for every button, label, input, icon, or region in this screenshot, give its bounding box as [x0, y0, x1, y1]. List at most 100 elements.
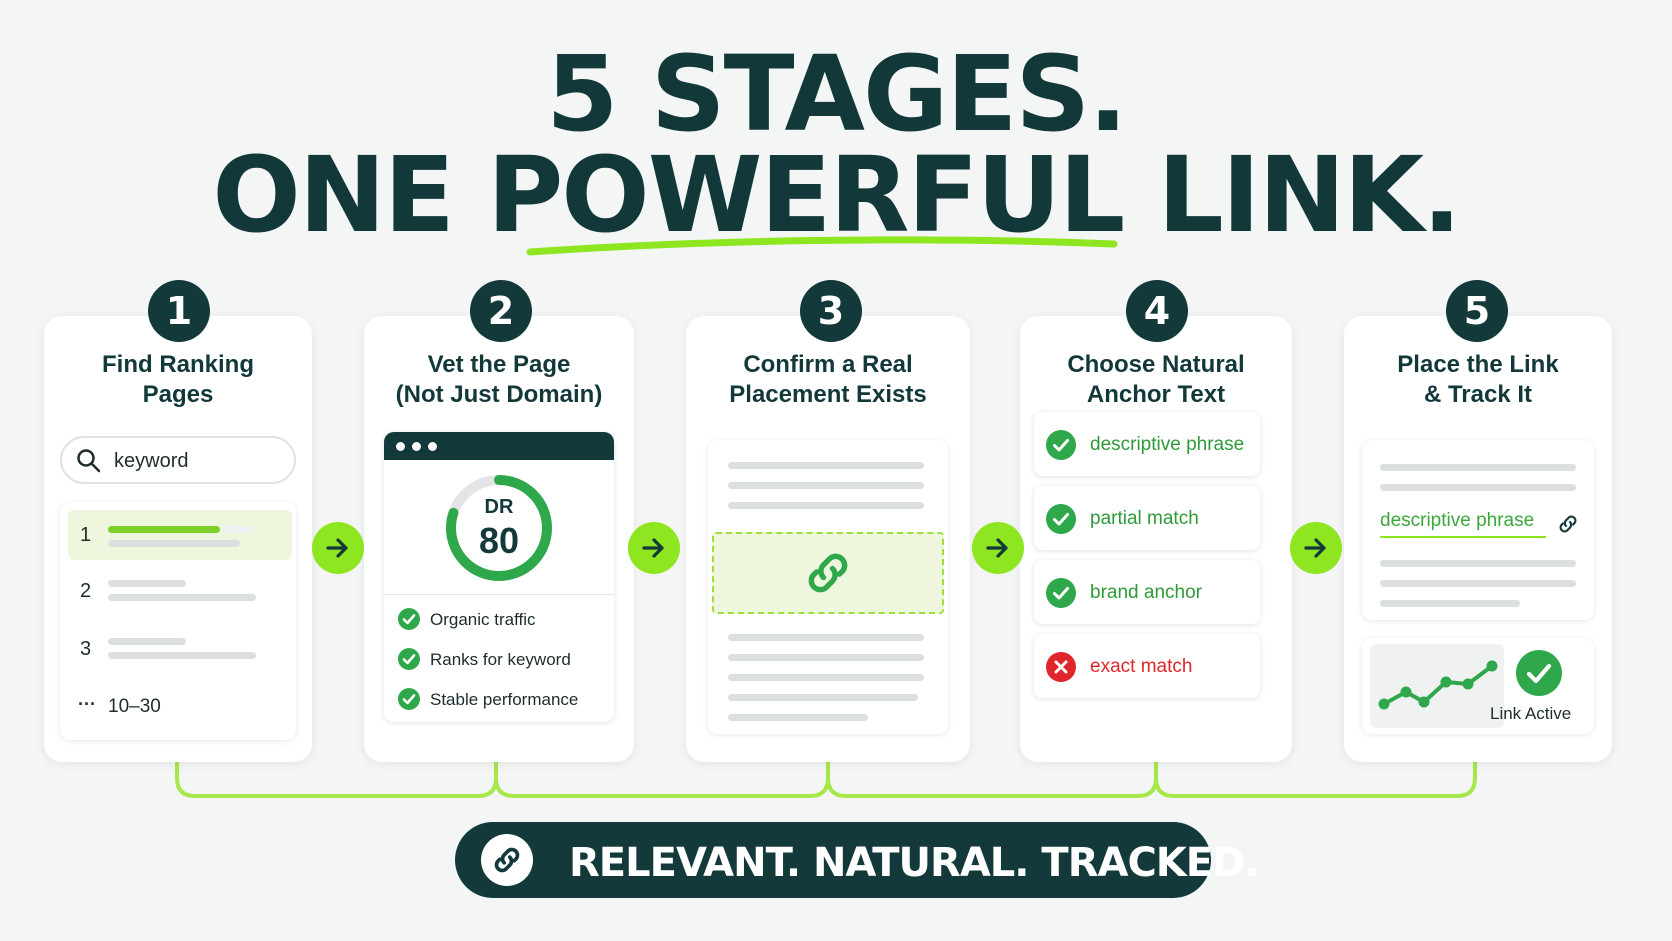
- footer-banner: RELEVANT. NATURAL. TRACKED.: [455, 822, 1260, 898]
- stage-4-card: Choose Natural Anchor Text descriptive p…: [1020, 316, 1292, 762]
- stage-3-title: Confirm a Real Placement Exists: [729, 351, 927, 408]
- stage-3-number: 3: [800, 280, 862, 342]
- text-line: [1380, 464, 1576, 471]
- x-icon: [1046, 652, 1076, 682]
- result-rank: 3: [80, 638, 92, 660]
- check-icon: [398, 608, 420, 630]
- anchor-option[interactable]: exact match: [1034, 634, 1260, 698]
- check-icon: [1046, 578, 1076, 608]
- divider: [384, 594, 614, 595]
- text-line: [1380, 600, 1520, 607]
- arrow-right-icon: [642, 538, 664, 558]
- arrow-right-icon: [1304, 538, 1326, 558]
- stage-2-card: Vet the Page (Not Just Domain) DR 80 Org…: [364, 316, 634, 762]
- window-dot: [396, 442, 405, 451]
- ranking-results-panel: 1 2 3 ··· 10–30: [60, 502, 296, 740]
- page-preview-window: DR 80 Organic traffic Ranks for keyword …: [384, 432, 614, 722]
- check-icon: [398, 648, 420, 670]
- check-icon: [1046, 504, 1076, 534]
- stage-1-title: Find Ranking Pages: [102, 351, 254, 408]
- result-row[interactable]: 2: [68, 566, 292, 616]
- checklist-item: Stable performance: [398, 688, 614, 710]
- next-stage-arrow: [628, 522, 680, 574]
- link-status-label: Link Active: [1490, 704, 1572, 723]
- link-icon: [808, 553, 848, 593]
- text-line: [1380, 580, 1576, 587]
- result-highlight-bar: [108, 526, 220, 533]
- headline-underline: [526, 236, 1118, 256]
- checklist-label: Organic traffic: [430, 610, 536, 629]
- anchor-underline: [1380, 536, 1546, 538]
- stage-4-number: 4: [1126, 280, 1188, 342]
- stage-5-card: Place the Link & Track It descriptive ph…: [1344, 316, 1612, 762]
- check-icon: [398, 688, 420, 710]
- placement-slot[interactable]: [712, 532, 944, 614]
- more-results-row[interactable]: ··· 10–30: [68, 682, 292, 732]
- trend-line-icon: [1378, 660, 1498, 710]
- arrow-right-icon: [326, 538, 348, 558]
- link-icon: [494, 847, 520, 873]
- headline-line-2: ONE POWERFUL LINK.: [212, 134, 1461, 256]
- text-line: [728, 634, 924, 641]
- text-line: [728, 654, 924, 661]
- next-stage-arrow: [312, 522, 364, 574]
- stage-1-number: 1: [148, 280, 210, 342]
- stage-5-number: 5: [1446, 280, 1508, 342]
- text-line: [728, 714, 868, 721]
- ellipsis-icon: ···: [78, 694, 96, 714]
- anchor-option-label: brand anchor: [1090, 582, 1202, 603]
- anchor-option[interactable]: brand anchor: [1034, 560, 1260, 624]
- window-dot: [412, 442, 421, 451]
- link-icon: [1559, 515, 1577, 533]
- result-line: [108, 652, 256, 659]
- stage-3-card: Confirm a Real Placement Exists: [686, 316, 970, 762]
- placed-link-preview: descriptive phrase: [1362, 440, 1594, 620]
- footer-tagline: RELEVANT. NATURAL. TRACKED.: [569, 840, 1260, 886]
- checklist-label: Ranks for keyword: [430, 650, 571, 669]
- tracking-panel: Link Active: [1362, 638, 1594, 734]
- result-line: [108, 638, 186, 645]
- result-line: [108, 540, 240, 547]
- anchor-option-label: partial match: [1090, 508, 1199, 529]
- checklist-label: Stable performance: [430, 690, 579, 709]
- search-icon: [77, 449, 101, 473]
- anchor-option-label: exact match: [1090, 656, 1193, 677]
- check-circle-icon: [1516, 650, 1562, 696]
- result-rank: 2: [80, 580, 92, 602]
- checklist-item: Ranks for keyword: [398, 648, 614, 670]
- result-rank: 1: [80, 524, 92, 546]
- next-stage-arrow: [972, 522, 1024, 574]
- result-row[interactable]: 1: [68, 510, 292, 560]
- next-stage-arrow: [1290, 522, 1342, 574]
- trend-chart: [1370, 644, 1504, 728]
- window-titlebar: [384, 432, 614, 460]
- text-line: [728, 674, 924, 681]
- stage-2-number: 2: [470, 280, 532, 342]
- anchor-option-label: descriptive phrase: [1090, 434, 1245, 455]
- dr-value: 80: [478, 520, 520, 561]
- text-line: [728, 482, 924, 489]
- result-row[interactable]: 3: [68, 624, 292, 674]
- result-line: [108, 594, 256, 601]
- text-line: [1380, 560, 1576, 567]
- result-highlight-bar-tail: [222, 526, 252, 533]
- footer-link-badge: [481, 834, 533, 886]
- search-value: keyword: [114, 450, 189, 472]
- check-icon: [1046, 430, 1076, 460]
- text-line: [728, 694, 918, 701]
- dr-gauge: [446, 475, 552, 581]
- checklist-item: Organic traffic: [398, 608, 614, 630]
- dr-label: DR: [484, 496, 514, 518]
- search-input[interactable]: keyword: [60, 436, 296, 484]
- stage-2-title: Vet the Page (Not Just Domain): [395, 351, 603, 408]
- window-dot: [428, 442, 437, 451]
- anchor-option[interactable]: descriptive phrase: [1034, 412, 1260, 476]
- text-line: [1380, 484, 1576, 491]
- stage-5-title: Place the Link & Track It: [1397, 351, 1559, 408]
- article-page-preview: [708, 440, 948, 734]
- stage-4-title: Choose Natural Anchor Text: [1067, 351, 1245, 408]
- placed-anchor-text[interactable]: descriptive phrase: [1380, 510, 1535, 531]
- stage-1-card: Find Ranking Pages keyword 1 2 3 ··· 10–…: [44, 316, 312, 762]
- anchor-option[interactable]: partial match: [1034, 486, 1260, 550]
- result-line: [108, 580, 186, 587]
